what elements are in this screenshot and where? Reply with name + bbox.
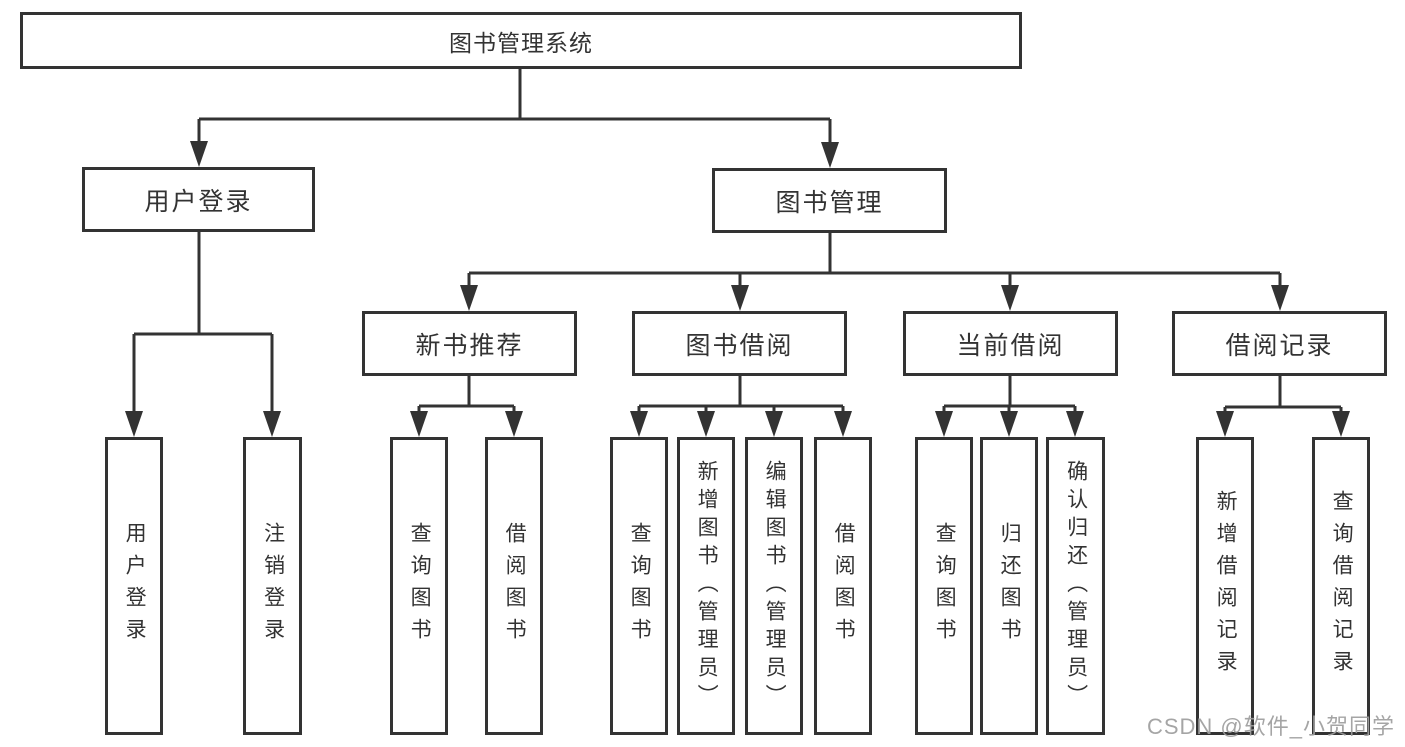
- leaf-add-borrow-record: 新增借阅记录: [1196, 437, 1254, 735]
- leaf-query-books-borrowing-label: 查询图书: [628, 522, 652, 650]
- node-current-borrowing-label: 当前借阅: [956, 331, 1065, 360]
- leaf-query-borrow-record-label: 查询借阅记录: [1330, 490, 1354, 682]
- node-current-borrowing: 当前借阅: [903, 311, 1118, 376]
- watermark: CSDN @软件_小贺同学: [1146, 714, 1395, 739]
- node-user-login: 用户登录: [82, 167, 315, 232]
- leaf-borrow-books-recommend-label: 借阅图书: [503, 522, 527, 650]
- leaf-borrow-books-borrowing: 借阅图书: [814, 437, 872, 735]
- node-book-management-label: 图书管理: [775, 188, 884, 217]
- connector-segments: [132, 69, 1343, 414]
- leaf-confirm-return-admin-label: 确认归还（管理员）: [1064, 460, 1088, 712]
- node-book-borrowing: 图书借阅: [632, 311, 847, 376]
- leaf-query-books-borrowing: 查询图书: [610, 437, 668, 735]
- node-root: 图书管理系统: [20, 12, 1022, 69]
- leaf-add-book-admin: 新增图书（管理员）: [677, 437, 735, 735]
- leaf-user-login: 用户登录: [105, 437, 163, 735]
- leaf-logout: 注销登录: [243, 437, 302, 735]
- leaf-logout-label: 注销登录: [261, 522, 285, 650]
- node-borrowing-records-label: 借阅记录: [1225, 331, 1334, 360]
- leaf-borrow-books-borrowing-label: 借阅图书: [832, 522, 856, 650]
- node-borrowing-records: 借阅记录: [1172, 311, 1387, 376]
- node-root-label: 图书管理系统: [449, 29, 593, 56]
- node-book-management: 图书管理: [712, 168, 947, 233]
- arrowheads: [125, 141, 1350, 437]
- leaf-query-books-recommend: 查询图书: [390, 437, 448, 735]
- leaf-query-books-current-label: 查询图书: [933, 522, 957, 650]
- leaf-add-book-admin-label: 新增图书（管理员）: [695, 460, 719, 712]
- leaf-edit-book-admin: 编辑图书（管理员）: [745, 437, 803, 735]
- leaf-borrow-books-recommend: 借阅图书: [485, 437, 543, 735]
- node-book-borrowing-label: 图书借阅: [685, 331, 794, 360]
- leaf-query-books-recommend-label: 查询图书: [408, 522, 432, 650]
- leaf-edit-book-admin-label: 编辑图书（管理员）: [763, 460, 787, 712]
- leaf-add-borrow-record-label: 新增借阅记录: [1214, 490, 1238, 682]
- leaf-return-books: 归还图书: [980, 437, 1038, 735]
- node-new-book-recommend: 新书推荐: [362, 311, 577, 376]
- leaf-confirm-return-admin: 确认归还（管理员）: [1046, 437, 1105, 735]
- node-user-login-label: 用户登录: [144, 187, 253, 216]
- leaf-return-books-label: 归还图书: [998, 522, 1022, 650]
- leaf-user-login-label: 用户登录: [123, 522, 147, 650]
- leaf-query-books-current: 查询图书: [915, 437, 973, 735]
- node-new-book-recommend-label: 新书推荐: [415, 331, 524, 360]
- leaf-query-borrow-record: 查询借阅记录: [1312, 437, 1370, 735]
